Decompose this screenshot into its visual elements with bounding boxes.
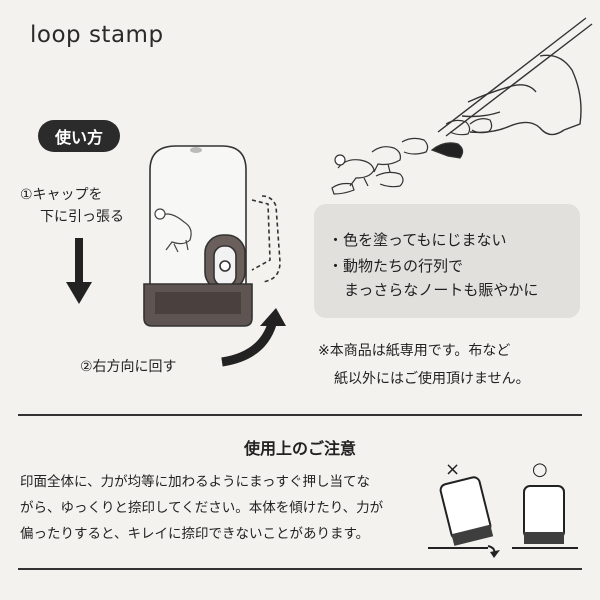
- feature-box: [314, 204, 580, 318]
- step-2-text: ②右方向に回す: [80, 359, 177, 375]
- divider-top: [18, 414, 582, 416]
- divider-bottom: [18, 568, 582, 570]
- product-title: loop stamp: [30, 22, 164, 48]
- wrong-mark-icon: ×: [445, 459, 460, 480]
- step-1-line-1: ①キャップを: [20, 187, 103, 203]
- caution-line-1: 印面全体に、力が均等に加わるようにまっすぐ押し当てな: [20, 474, 371, 490]
- paper-only-note-line-2: 紙以外にはご使用頂けません。: [334, 371, 530, 387]
- paper-only-note-line-1: ※本商品は紙専用です。布など: [318, 343, 511, 359]
- caution-line-3: 偏ったりすると、キレイに捺印できないことがあります。: [20, 526, 370, 542]
- right-mark-icon: ○: [532, 459, 548, 480]
- animal-parade-illustration: [331, 118, 493, 195]
- down-arrow-icon: [66, 238, 92, 304]
- caution-title: 使用上のご注意: [243, 439, 356, 458]
- tilted-stamp-illustration: ×: [428, 459, 500, 558]
- upright-stamp-illustration: ○: [512, 459, 578, 549]
- stamp-illustration: [143, 145, 281, 327]
- step-1-line-2: 下に引っ張る: [40, 209, 124, 225]
- caution-line-2: がら、ゆっくりと捺印してください。本体を傾けたり、力が: [20, 500, 384, 516]
- feature-item-1: ・色を塗ってもにじまない: [328, 231, 507, 249]
- feature-item-3: まっさらなノートも賑やかに: [344, 281, 539, 299]
- curved-arrow-icon: [221, 308, 286, 367]
- step-1-text: ①キャップを 下に引っ張る: [20, 184, 124, 228]
- hand-with-pen-illustration: [437, 17, 593, 137]
- feature-item-2: ・動物たちの行列で: [328, 257, 464, 275]
- how-to-use-badge: 使い方: [38, 120, 120, 152]
